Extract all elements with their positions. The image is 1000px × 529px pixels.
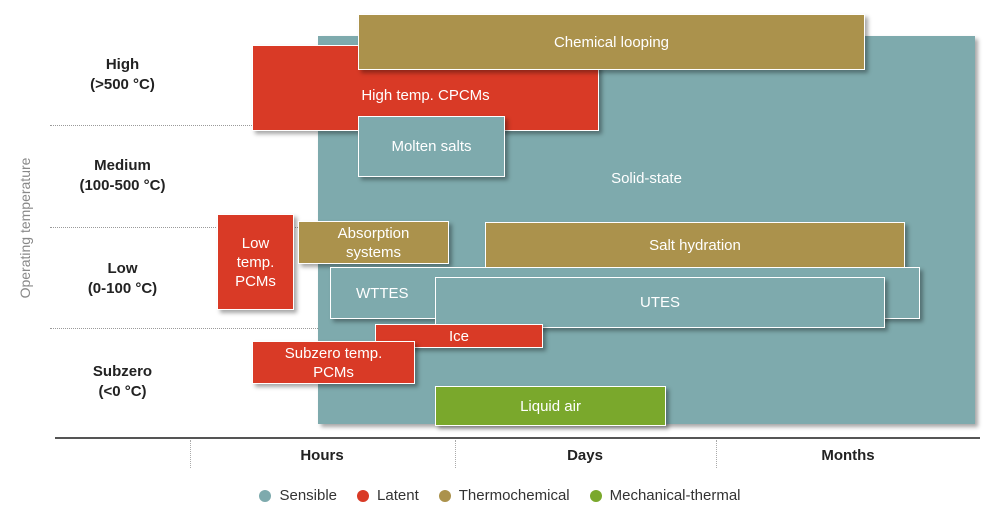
molten-salts-box: Molten salts	[358, 116, 505, 177]
row-label-subzero: Subzero (<0 °C)	[60, 362, 185, 402]
low-temp-pcms-box: Low temp. PCMs	[217, 214, 294, 310]
row-range: (0-100 °C)	[87, 280, 158, 297]
liquid-air-box: Liquid air	[435, 386, 666, 426]
row-name: Subzero	[92, 363, 153, 380]
legend: Sensible Latent Thermochemical Mechanica…	[0, 487, 1000, 504]
row-separator	[50, 227, 320, 228]
subzero-pcms-box: Subzero temp. PCMs	[252, 341, 415, 384]
box-label: Solid-state	[611, 170, 682, 187]
row-name: Low	[107, 260, 138, 277]
x-tick-hours: Hours	[300, 447, 344, 464]
legend-dot-icon	[438, 489, 451, 502]
y-axis-label: Operating temperature	[17, 157, 33, 299]
legend-dot-icon	[357, 489, 370, 502]
axis-divider	[190, 440, 191, 468]
absorption-systems-box: Absorption systems	[298, 221, 449, 264]
row-label-low: Low (0-100 °C)	[60, 259, 185, 299]
utes-box: UTES	[435, 277, 885, 328]
box-label: Subzero temp. PCMs	[284, 344, 383, 381]
x-tick-months: Months	[821, 447, 875, 464]
row-separator	[50, 125, 320, 126]
legend-label: Mechanical-thermal	[609, 487, 741, 504]
chemical-looping-box: Chemical looping	[358, 14, 865, 70]
row-label-medium: Medium (100-500 °C)	[60, 156, 185, 196]
legend-item-mechanical-thermal: Mechanical-thermal	[589, 487, 741, 504]
row-separator	[50, 328, 320, 329]
axis-divider	[716, 440, 717, 468]
row-range: (100-500 °C)	[79, 177, 166, 194]
row-name: High	[105, 56, 140, 73]
legend-item-sensible: Sensible	[259, 487, 337, 504]
box-label: WTTES	[356, 284, 409, 302]
legend-dot-icon	[589, 489, 602, 502]
row-range: (>500 °C)	[90, 76, 155, 93]
row-name: Medium	[94, 157, 151, 174]
legend-label: Latent	[377, 487, 419, 504]
box-label: Chemical looping	[553, 33, 670, 51]
axis-divider	[455, 440, 456, 468]
box-label: Absorption systems	[337, 224, 410, 261]
box-label: Ice	[448, 327, 469, 345]
box-label: Salt hydration	[649, 236, 741, 254]
legend-dot-icon	[259, 489, 272, 502]
legend-label: Thermochemical	[458, 487, 570, 504]
box-label: High temp. CPCMs	[361, 86, 490, 104]
legend-label: Sensible	[279, 487, 338, 504]
legend-item-latent: Latent	[357, 487, 419, 504]
box-label: Liquid air	[520, 397, 581, 415]
x-tick-days: Days	[567, 447, 603, 464]
box-label: Low temp. PCMs	[235, 234, 276, 290]
box-label: UTES	[639, 294, 680, 311]
row-range: (<0 °C)	[98, 383, 147, 400]
x-axis-line	[55, 437, 980, 439]
legend-item-thermochemical: Thermochemical	[438, 487, 570, 504]
row-label-high: High (>500 °C)	[60, 55, 185, 95]
box-label: Molten salts	[391, 138, 472, 155]
salt-hydration-box: Salt hydration	[485, 222, 905, 268]
